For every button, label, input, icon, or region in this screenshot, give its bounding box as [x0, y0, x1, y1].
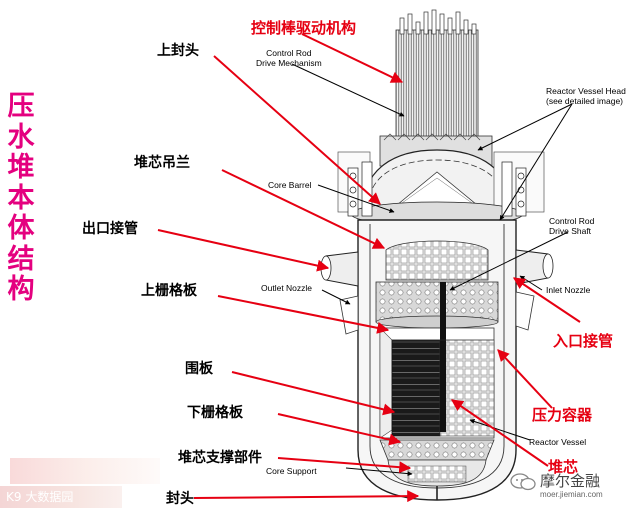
label-crds-en-line1: Control Rod — [549, 216, 595, 226]
label-crdm-en-line1: Control Rod — [266, 48, 312, 58]
title-char: 结 — [7, 243, 35, 275]
watermark-right: 摩尔金融 moer.jiemian.com — [506, 466, 638, 506]
control-rod-drive-mechanism-shape — [379, 9, 493, 167]
label-baffle-cn: 围板 — [185, 361, 213, 377]
label-core-barrel-en: Core Barrel — [268, 180, 312, 190]
label-crdm-en: Control Rod Drive Mechanism — [256, 48, 322, 68]
label-inlet-nozzle-cn: 入口接管 — [553, 332, 614, 350]
label-reactor-vessel-en: Reactor Vessel — [529, 437, 587, 447]
label-upper-head-cn: 上封头 — [157, 43, 199, 59]
label-upper-grid-cn: 上栅格板 — [141, 283, 197, 299]
vertical-title: 压 水 堆 本 体 结 构 — [6, 91, 36, 306]
label-crdm-en-line2: Drive Mechanism — [256, 58, 322, 68]
label-core-barrel-flange-cn: 堆芯吊兰 — [134, 155, 190, 171]
upper-internals — [375, 240, 499, 329]
title-char: 本 — [7, 182, 35, 214]
chat-bubble-icon — [510, 473, 536, 491]
watermark-right-main: 摩尔金融 — [540, 472, 601, 490]
label-core-support-cn: 堆芯支撑部件 — [178, 450, 262, 466]
label-crds-en: Control Rod Drive Shaft — [549, 216, 594, 236]
label-rvh-en: Reactor Vessel Head (see detailed image) — [546, 86, 626, 106]
label-core-cn: 堆芯 — [548, 458, 579, 476]
title-char: 构 — [7, 274, 35, 305]
label-pressure-vessel-cn: 压力容器 — [532, 406, 593, 424]
title-char: 体 — [7, 213, 35, 244]
label-rvh-en-line2: (see detailed image) — [546, 96, 624, 106]
watermark-left: K9 大数据园 — [0, 486, 122, 508]
blurred-region — [10, 458, 160, 484]
watermark-right-sub: moer.jiemian.com — [540, 490, 603, 499]
title-char: 堆 — [7, 152, 35, 183]
label-lower-head-cn: 封头 — [166, 491, 194, 507]
label-lower-grid-cn: 下栅格板 — [187, 405, 243, 421]
chinese-leader-arrows — [157, 33, 581, 503]
label-outlet-nozzle-cn: 出口接管 — [82, 221, 138, 237]
english-leader-lines — [291, 63, 573, 477]
label-crds-en-line2: Drive Shaft — [549, 226, 592, 236]
lower-internals — [379, 439, 495, 500]
title-char: 水 — [7, 121, 35, 153]
label-core-support-en: Core Support — [266, 466, 317, 476]
label-inlet-nozzle-en: Inlet Nozzle — [546, 285, 591, 295]
label-outlet-nozzle-en: Outlet Nozzle — [261, 283, 313, 293]
title-char: 压 — [7, 91, 35, 122]
label-rvh-en-line1: Reactor Vessel Head — [546, 86, 626, 96]
label-crdm-cn: 控制棒驱动机构 — [251, 19, 357, 37]
